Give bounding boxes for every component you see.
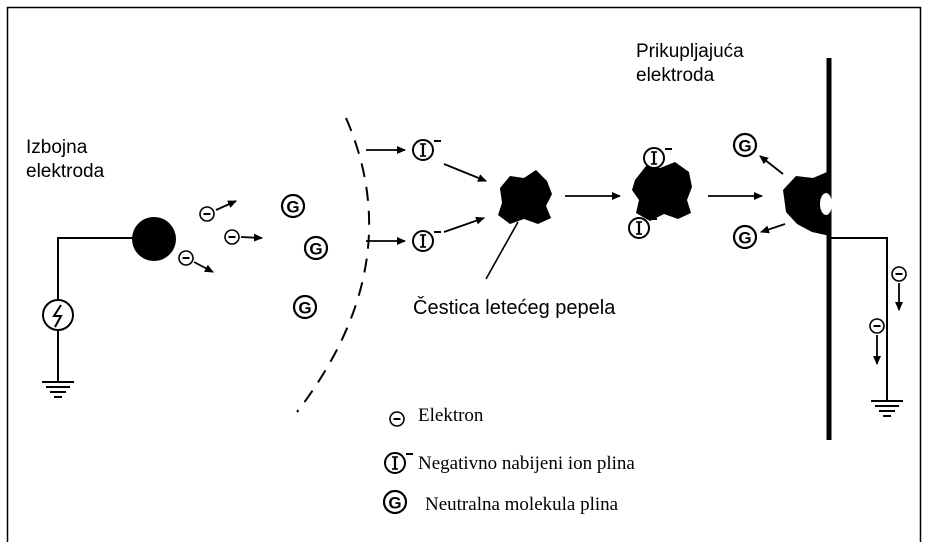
neutral-molecule-icon bbox=[280, 193, 306, 219]
particle-pointer bbox=[485, 221, 519, 280]
fly-ash-particle bbox=[498, 170, 552, 224]
legend-negative-ion-icon bbox=[383, 451, 415, 475]
fly-ash-particle-label: Čestica letećeg pepela bbox=[413, 297, 616, 319]
discharge-circuit bbox=[57, 217, 176, 382]
electron-icon bbox=[199, 200, 237, 222]
arrow bbox=[443, 216, 485, 233]
neutral-molecule-icon bbox=[292, 294, 318, 320]
discharge-electrode-label: Izbojna elektroda bbox=[26, 137, 105, 182]
legend-neutral-molecule-label: Neutralna molekula plina bbox=[425, 494, 619, 515]
arrow bbox=[443, 163, 487, 182]
neutral-molecule-icon bbox=[732, 224, 758, 250]
legend-negative-ion-label: Negativno nabijeni ion plina bbox=[418, 453, 635, 474]
negative-ion-icon bbox=[411, 138, 443, 162]
negative-ion-icon bbox=[411, 229, 443, 253]
arrow bbox=[760, 223, 786, 234]
neutral-molecule-icon bbox=[303, 235, 329, 261]
legend-neutral-molecule-icon bbox=[382, 489, 408, 515]
discharge-electrode-wire bbox=[132, 217, 176, 261]
charged-particle bbox=[632, 162, 692, 221]
power-source-icon bbox=[42, 299, 74, 331]
legend-electron-label: Elektron bbox=[418, 405, 484, 426]
legend-electron-icon bbox=[389, 411, 405, 427]
collecting-circuit bbox=[831, 237, 888, 400]
negative-ion-icon bbox=[627, 216, 659, 240]
deposit-gap bbox=[820, 193, 832, 215]
electron-icon bbox=[869, 318, 885, 365]
collecting-electrode-label: Prikupljajuća elektroda bbox=[636, 41, 744, 86]
ground-icon bbox=[871, 400, 903, 417]
deposited-particle bbox=[783, 172, 830, 236]
neutral-molecule-icon bbox=[732, 132, 758, 158]
electron-icon bbox=[224, 229, 263, 245]
electron-icon bbox=[891, 266, 907, 311]
frame bbox=[6, 6, 922, 542]
arrow bbox=[759, 155, 784, 175]
ground-icon bbox=[42, 381, 74, 398]
electron-icon bbox=[178, 250, 214, 273]
corona-boundary bbox=[296, 117, 371, 413]
